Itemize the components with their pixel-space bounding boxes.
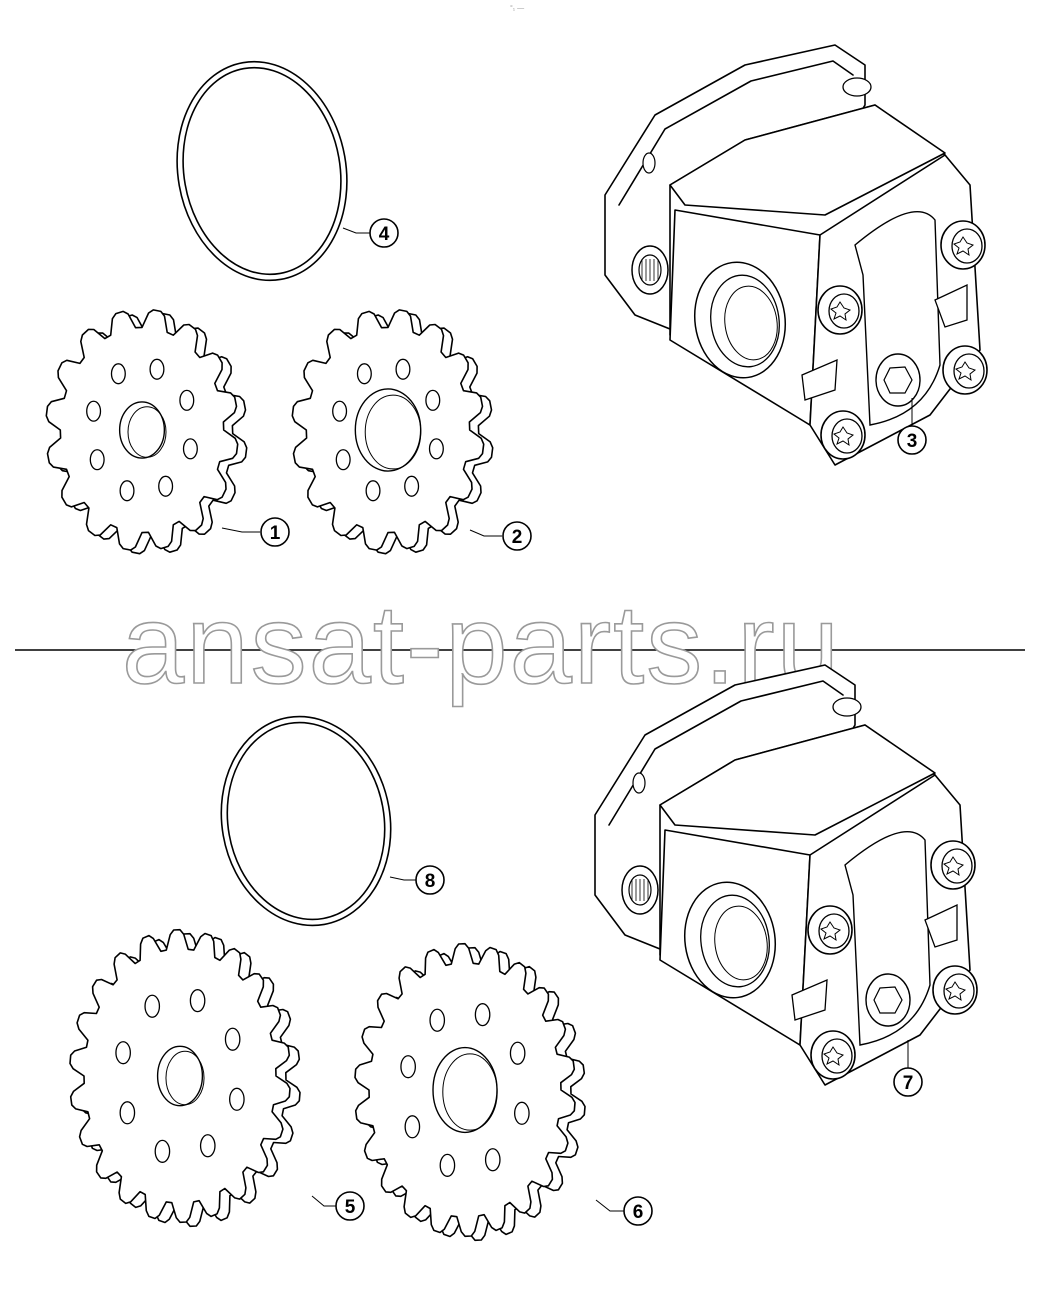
callout-6: 6	[595, 1196, 653, 1226]
svg-text:3: 3	[907, 431, 918, 452]
callout-3: 3	[897, 398, 927, 455]
svg-text:6: 6	[633, 1202, 644, 1223]
svg-text:5: 5	[345, 1197, 356, 1218]
callout-1: 1	[221, 517, 290, 547]
svg-text:8: 8	[425, 871, 436, 892]
callout-7: 7	[893, 1040, 923, 1097]
pump-3	[604, 44, 988, 466]
callout-8: 8	[389, 865, 445, 895]
page-mark: °₁ —	[510, 4, 524, 12]
o-ring-8	[220, 715, 392, 927]
watermark-text: ansat-parts.ru	[122, 582, 841, 707]
callout-5: 5	[311, 1191, 365, 1221]
pump-7	[594, 664, 978, 1086]
callout-4: 4	[342, 218, 399, 248]
svg-text:7: 7	[903, 1073, 914, 1094]
svg-text:1: 1	[270, 523, 281, 544]
gear-1	[45, 309, 248, 555]
callout-2: 2	[469, 521, 532, 551]
svg-text:2: 2	[512, 527, 523, 548]
gear-2	[291, 309, 494, 555]
gear-5	[69, 928, 301, 1228]
gear-6	[354, 942, 586, 1242]
svg-text:4: 4	[379, 224, 390, 245]
o-ring-4	[176, 60, 348, 282]
